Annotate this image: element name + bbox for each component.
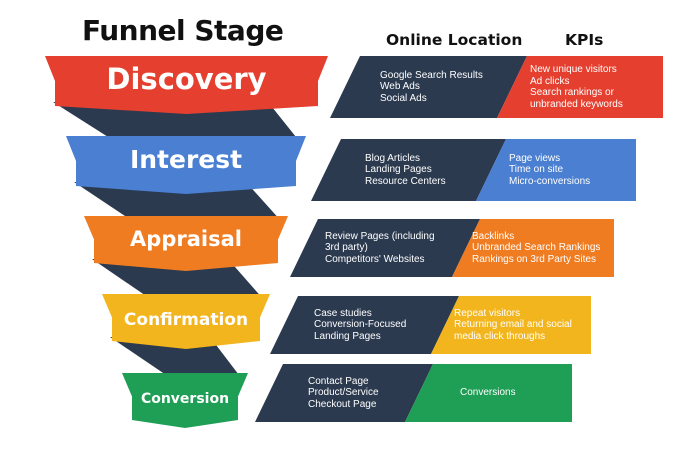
location-text-appraisal-line: 3rd party) [325, 242, 368, 254]
kpi-text-interest-line: Page views [509, 152, 561, 164]
stage-label-interest: Interest [129, 144, 243, 174]
kpi-text-appraisal-line: Rankings on 3rd Party Sites [472, 253, 596, 265]
stage-label-appraisal: Appraisal [130, 226, 242, 251]
column-header-kpis: KPIs [565, 31, 604, 49]
location-text-conversion-line: Contact Page [308, 375, 369, 387]
funnel-band-discovery [45, 56, 328, 114]
funnel-ribbon [92, 259, 264, 300]
location-text-confirmation-line: Case studies [314, 307, 372, 319]
location-text-confirmation-line: Landing Pages [314, 330, 381, 342]
location-text-appraisal-line: Competitors' Websites [325, 253, 425, 265]
table-rows [255, 56, 663, 422]
kpi-cell-appraisal [452, 219, 614, 277]
location-cell-appraisal [290, 219, 480, 277]
kpi-cell-conversion [405, 364, 572, 422]
kpi-text-discovery-line: Ad clicks [530, 75, 570, 87]
kpi-text-confirmation-line: media click throughs [454, 330, 546, 342]
location-text-confirmation-line: Conversion-Focused [314, 319, 407, 331]
location-text-interest-line: Landing Pages [365, 164, 432, 176]
stage-label-confirmation: Confirmation [123, 310, 249, 331]
funnel-band-conversion [122, 373, 248, 428]
kpi-text-appraisal-line: Backlinks [472, 230, 515, 242]
funnel-ribbon [53, 102, 300, 142]
location-text-discovery-line: Social Ads [380, 92, 427, 104]
kpi-text-interest-line: Time on site [509, 164, 564, 176]
kpi-text-discovery-line: unbranded keywords [530, 98, 623, 110]
kpi-text-conversion: Conversions [460, 387, 516, 399]
location-text-conversion-line: Checkout Page [308, 398, 377, 410]
location-text-discovery-line: Web Ads [380, 81, 420, 93]
location-cell-conversion [255, 364, 433, 422]
funnel-band-appraisal [84, 216, 288, 271]
kpi-text-discovery-line: Search rankings or [530, 87, 614, 98]
kpi-text-interest-line: Micro-conversions [509, 175, 591, 187]
column-header-online-location: Online Location [386, 31, 523, 49]
kpi-text-confirmation-line: Repeat visitors [454, 307, 521, 319]
kpi-text-discovery-line: New unique visitors [530, 64, 617, 75]
kpi-text-appraisal-line: Unbranded Search Rankings [472, 242, 601, 254]
kpi-text-conversion-line: Conversions [460, 387, 516, 399]
location-text-discovery-line: Google Search Results [380, 69, 483, 81]
location-text-conversion-line: Product/Service [308, 387, 379, 399]
location-text-interest-line: Blog Articles [365, 152, 421, 164]
stage-label-conversion: Conversion [140, 391, 230, 408]
kpi-cell-interest [476, 139, 636, 201]
funnel-band-confirmation [102, 294, 270, 349]
location-cell-confirmation [270, 296, 459, 354]
funnel-ribbon [74, 182, 282, 222]
location-text-appraisal-line: Review Pages (including [325, 230, 435, 242]
stage-label-discovery: Discovery [106, 62, 267, 97]
location-text-interest-line: Resource Centers [365, 175, 446, 187]
kpi-text-confirmation-line: Returning email and social [454, 319, 572, 331]
funnel-ribbons [53, 102, 300, 379]
location-cell-interest [311, 139, 506, 201]
funnel-band-interest [66, 136, 306, 194]
funnel-ribbon [110, 337, 242, 379]
kpi-cell-confirmation [431, 296, 591, 354]
page-title: Funnel Stage [82, 14, 284, 47]
location-cell-discovery [330, 56, 527, 118]
kpi-cell-discovery [497, 56, 663, 118]
funnel-bands [45, 56, 328, 428]
